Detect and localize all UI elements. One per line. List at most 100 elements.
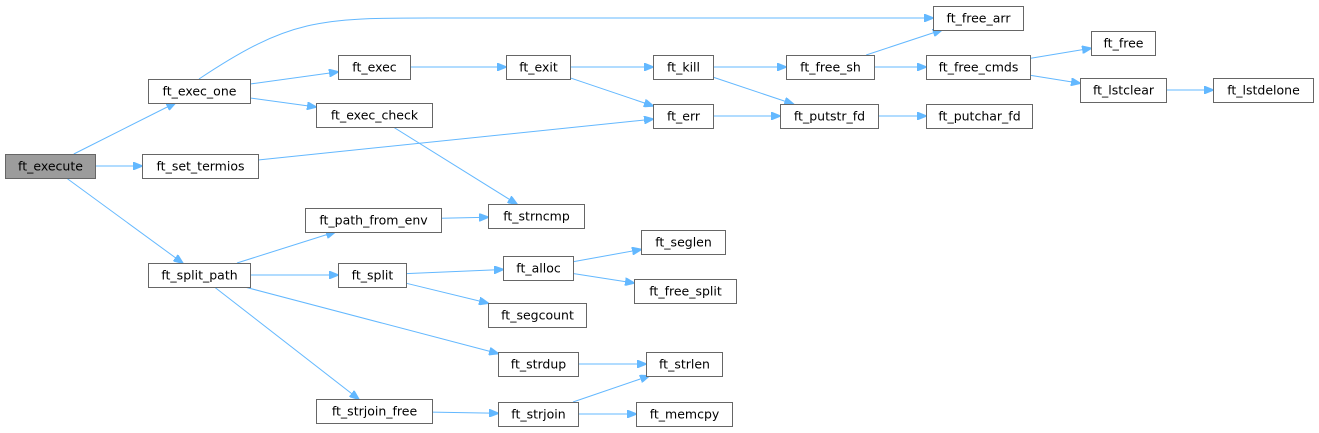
node-ft_seglen[interactable]: ft_seglen (641, 230, 726, 255)
node-box[interactable] (316, 103, 433, 128)
node-ft_strjoin[interactable]: ft_strjoin (498, 402, 579, 427)
node-box[interactable] (1091, 31, 1156, 56)
node-ft_putchar_fd[interactable]: ft_putchar_fd (926, 104, 1033, 129)
node-box[interactable] (780, 104, 879, 129)
node-box[interactable] (498, 402, 579, 427)
node-label: ft_split (352, 268, 394, 283)
node-box[interactable] (646, 352, 723, 377)
nodes-layer: ft_execute ft_exec_one ft_set_termios ft_sp… (5, 6, 1314, 427)
node-box[interactable] (653, 104, 714, 129)
node-box[interactable] (5, 154, 96, 179)
node-box[interactable] (641, 230, 726, 255)
node-ft_putstr_fd[interactable]: ft_putstr_fd (780, 104, 879, 129)
node-ft_free_split[interactable]: ft_free_split (634, 279, 737, 304)
edge-ft_split-to-ft_segcount (405, 282, 488, 303)
node-label: ft_strjoin_free (332, 404, 418, 419)
node-box[interactable] (786, 55, 875, 80)
edge-ft_split-to-ft_alloc (405, 270, 503, 275)
node-ft_memcpy[interactable]: ft_memcpy (636, 402, 733, 427)
node-ft_exec[interactable]: ft_exec (338, 55, 411, 80)
edge-ft_exec_check-to-ft_strncmp (392, 126, 517, 204)
node-label: ft_err (667, 109, 701, 124)
edge-ft_split_path-to-ft_strjoin_free (214, 286, 358, 399)
node-label: ft_strncmp (503, 209, 570, 224)
node-ft_segcount[interactable]: ft_segcount (488, 303, 587, 328)
node-ft_path_from_env[interactable]: ft_path_from_env (305, 208, 442, 233)
node-label: ft_free_cmds (939, 60, 1019, 75)
node-box[interactable] (653, 55, 714, 80)
node-box[interactable] (926, 55, 1031, 80)
node-label: ft_exit (519, 60, 558, 75)
edge-ft_execute-to-ft_exec_one (73, 103, 175, 155)
node-label: ft_alloc (516, 261, 561, 276)
node-label: ft_free_split (649, 284, 722, 299)
node-box[interactable] (305, 208, 442, 233)
node-ft_free[interactable]: ft_free (1091, 31, 1156, 56)
node-ft_alloc[interactable]: ft_alloc (503, 256, 574, 281)
node-ft_split[interactable]: ft_split (338, 263, 407, 288)
node-label: ft_seglen (655, 235, 712, 250)
edge-ft_split_path-to-ft_path_from_env (236, 232, 335, 264)
node-label: ft_set_termios (156, 159, 244, 174)
node-label: ft_putstr_fd (794, 109, 865, 124)
node-ft_strlen[interactable]: ft_strlen (646, 352, 723, 377)
node-box[interactable] (506, 55, 571, 80)
edge-ft_strjoin-to-ft_strlen (572, 376, 649, 403)
edge-ft_split_path-to-ft_strdup (244, 286, 498, 354)
node-box[interactable] (488, 303, 587, 328)
node-label: ft_exec_one (163, 84, 237, 99)
node-ft_strjoin_free[interactable]: ft_strjoin_free (316, 399, 433, 424)
edge-ft_path_from_env-to-ft_strncmp (440, 217, 488, 218)
edge-ft_exec_one-to-ft_free_arr (198, 18, 933, 80)
node-label: ft_strlen (659, 357, 710, 372)
node-box[interactable] (636, 402, 733, 427)
node-box[interactable] (148, 263, 251, 288)
edge-ft_free_cmds-to-ft_free (1029, 48, 1091, 59)
node-box[interactable] (338, 263, 407, 288)
node-ft_set_termios[interactable]: ft_set_termios (142, 154, 259, 179)
edge-ft_free_sh-to-ft_free_arr (866, 30, 942, 56)
node-ft_exit[interactable]: ft_exit (506, 55, 571, 80)
node-ft_strdup[interactable]: ft_strdup (498, 352, 579, 377)
node-ft_exec_one[interactable]: ft_exec_one (148, 79, 251, 104)
node-label: ft_strjoin (511, 407, 565, 422)
node-box[interactable] (1213, 78, 1314, 103)
edge-ft_exec_one-to-ft_exec (249, 72, 338, 85)
node-ft_err[interactable]: ft_err (653, 104, 714, 129)
node-label: ft_free_sh (800, 60, 861, 75)
node-ft_split_path[interactable]: ft_split_path (148, 263, 251, 288)
edge-ft_execute-to-ft_split_path (66, 177, 182, 263)
node-label: ft_strdup (511, 357, 567, 372)
node-box[interactable] (148, 79, 251, 104)
node-box[interactable] (634, 279, 737, 304)
node-label: ft_lstclear (1093, 83, 1155, 98)
node-box[interactable] (488, 204, 585, 229)
node-box[interactable] (933, 6, 1024, 31)
node-box[interactable] (926, 104, 1033, 129)
node-box[interactable] (338, 55, 411, 80)
node-ft_exec_check[interactable]: ft_exec_check (316, 103, 433, 128)
node-ft_lstdelone[interactable]: ft_lstdelone (1213, 78, 1314, 103)
node-box[interactable] (498, 352, 579, 377)
node-ft_execute[interactable]: ft_execute (5, 154, 96, 179)
node-label: ft_exec (352, 60, 397, 75)
node-ft_kill[interactable]: ft_kill (653, 55, 714, 80)
node-label: ft_segcount (501, 308, 574, 323)
node-ft_strncmp[interactable]: ft_strncmp (488, 204, 585, 229)
edge-ft_exec_one-to-ft_exec_check (249, 97, 316, 107)
node-label: ft_kill (667, 60, 700, 75)
node-box[interactable] (503, 256, 574, 281)
node-label: ft_exec_check (331, 108, 419, 123)
node-label: ft_free_arr (947, 11, 1012, 26)
edge-ft_strjoin_free-to-ft_strjoin (431, 412, 498, 413)
node-ft_free_arr[interactable]: ft_free_arr (933, 6, 1024, 31)
node-box[interactable] (142, 154, 259, 179)
node-label: ft_split_path (161, 268, 237, 283)
node-ft_free_sh[interactable]: ft_free_sh (786, 55, 875, 80)
node-label: ft_free (1104, 36, 1144, 51)
node-box[interactable] (316, 399, 433, 424)
node-ft_lstclear[interactable]: ft_lstclear (1080, 78, 1167, 103)
node-box[interactable] (1080, 78, 1167, 103)
node-ft_free_cmds[interactable]: ft_free_cmds (926, 55, 1031, 80)
